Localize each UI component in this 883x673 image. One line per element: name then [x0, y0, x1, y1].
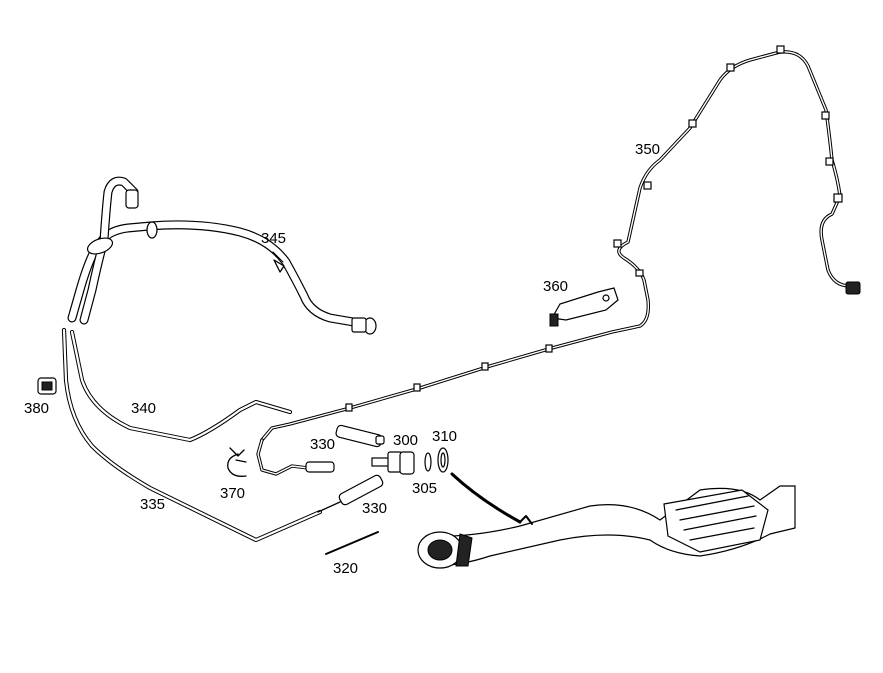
callout-380: 380: [24, 400, 49, 417]
callout-370: 370: [220, 485, 245, 502]
sensor-line[interactable]: [256, 45, 861, 476]
seal-305[interactable]: [424, 452, 432, 472]
callout-350: 350: [635, 141, 660, 158]
exhaust-assembly: [417, 472, 796, 569]
pipe-335[interactable]: [61, 327, 323, 543]
callout-305: 305: [412, 480, 437, 497]
sensor-330-upper[interactable]: [335, 424, 385, 448]
rod-320[interactable]: [325, 531, 379, 555]
callout-360: 360: [543, 278, 568, 295]
bracket-360[interactable]: [549, 287, 619, 327]
callout-330-lower: 330: [362, 500, 387, 517]
leader-lines: [272, 251, 284, 263]
sensor-300[interactable]: [371, 451, 415, 475]
callout-345: 345: [261, 230, 286, 247]
callout-320: 320: [333, 560, 358, 577]
callout-340: 340: [131, 400, 156, 417]
callout-310: 310: [432, 428, 457, 445]
clamp-370[interactable]: [227, 447, 247, 477]
hose-345[interactable]: [67, 176, 377, 335]
callout-335: 335: [140, 496, 165, 513]
clip-380[interactable]: [37, 377, 57, 395]
ring-310[interactable]: [437, 447, 449, 473]
pipe-340[interactable]: [69, 329, 293, 443]
callout-300: 300: [393, 432, 418, 449]
callout-330-upper: 330: [310, 436, 335, 453]
callout-labels: 300 305 310 320 330 330 335 340 345 350 …: [24, 141, 660, 577]
sensor-330-lower[interactable]: [317, 474, 384, 513]
